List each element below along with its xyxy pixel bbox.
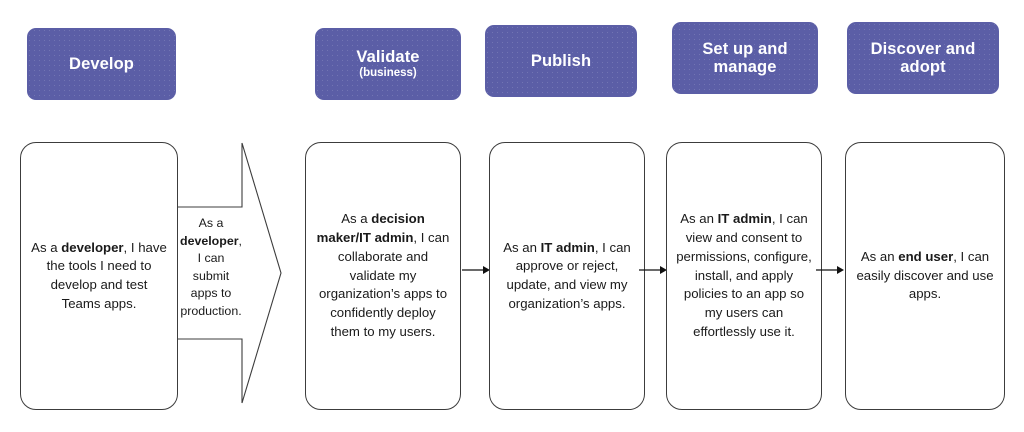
stage-title-develop: Develop bbox=[69, 54, 134, 73]
stage-title-setup-and-manage: Set up and manage bbox=[702, 39, 788, 76]
story-card-decision-maker-validate[interactable]: As a decision maker/IT admin, I can coll… bbox=[305, 142, 461, 410]
story-text-end-user-discover: As an end user, I can easily discover an… bbox=[856, 248, 994, 302]
story-card-end-user-discover[interactable]: As an end user, I can easily discover an… bbox=[845, 142, 1005, 410]
story-card-it-admin-approve[interactable]: As an IT admin, I can approve or reject,… bbox=[489, 142, 645, 410]
stage-chip-discover-and-adopt[interactable]: Discover and adopt bbox=[847, 22, 999, 94]
story-text-developer-submit: As a developer, I can submit apps to pro… bbox=[180, 216, 242, 319]
stage-chip-publish[interactable]: Publish bbox=[485, 25, 637, 97]
stage-chip-validate[interactable]: Validate (business) bbox=[315, 28, 461, 100]
story-text-it-admin-configure: As an IT admin, I can view and consent t… bbox=[676, 211, 812, 339]
stage-title-validate: Validate bbox=[356, 47, 420, 66]
stage-chip-develop[interactable]: Develop bbox=[27, 28, 176, 100]
story-text-developer-tools: As a developer, I have the tools I need … bbox=[31, 239, 167, 311]
arrow-validate-to-publish bbox=[462, 264, 491, 276]
stage-title-publish: Publish bbox=[530, 51, 592, 70]
arrow-publish-to-setup bbox=[639, 264, 668, 276]
block-arrow-develop-to-validate bbox=[170, 140, 285, 410]
arrow-setup-to-discover bbox=[816, 264, 845, 276]
stage-subtitle-validate: (business) bbox=[359, 67, 417, 80]
stage-chip-setup-and-manage[interactable]: Set up and manage bbox=[672, 22, 818, 94]
story-text-decision-maker-validate: As a decision maker/IT admin, I can coll… bbox=[316, 211, 450, 339]
story-card-it-admin-configure[interactable]: As an IT admin, I can view and consent t… bbox=[666, 142, 822, 410]
story-card-developer-tools[interactable]: As a developer, I have the tools I need … bbox=[20, 142, 178, 410]
story-text-it-admin-approve: As an IT admin, I can approve or reject,… bbox=[503, 239, 631, 311]
stage-title-discover-and-adopt: Discover and adopt bbox=[870, 39, 976, 76]
